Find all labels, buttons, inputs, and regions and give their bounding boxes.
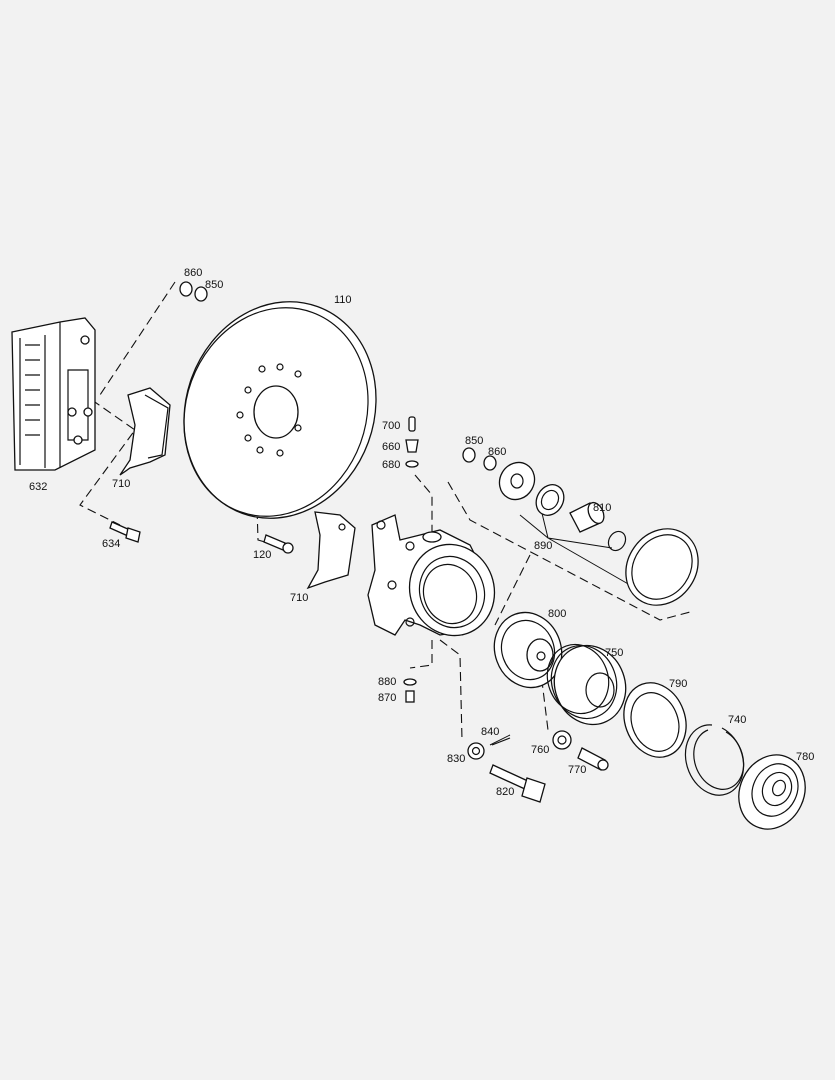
part-830-nut <box>467 742 485 760</box>
part-oring <box>607 530 627 552</box>
label-760: 760 <box>531 744 549 756</box>
part-880-washer <box>403 678 417 686</box>
part-780-cap <box>738 754 806 830</box>
label-750: 750 <box>605 647 623 659</box>
label-880: 880 <box>378 676 396 688</box>
part-634-bolt <box>109 521 141 543</box>
part-740-circlip <box>684 724 745 796</box>
part-750-adjuster <box>546 643 627 726</box>
part-large-seal <box>625 528 699 606</box>
part-820-bolt <box>489 764 546 803</box>
part-seal-plate <box>498 461 536 501</box>
part-800-piston <box>493 611 563 689</box>
part-120-screw <box>263 534 294 554</box>
label-680: 680 <box>382 459 400 471</box>
label-860: 860 <box>488 446 506 458</box>
part-860-bushing <box>483 455 497 471</box>
part-810-piston-pin <box>569 501 605 533</box>
part-840-pin <box>491 737 511 746</box>
label-120: 120 <box>253 549 271 561</box>
part-caliper-housing <box>367 514 496 637</box>
part-700-bleeder <box>408 416 416 432</box>
label-700: 700 <box>382 420 400 432</box>
label-632: 632 <box>29 481 47 493</box>
part-770-screw <box>577 747 609 771</box>
label-800: 800 <box>548 608 566 620</box>
label-634: 634 <box>102 538 120 550</box>
label-840: 840 <box>481 726 499 738</box>
part-710-brake-pad-right <box>306 511 356 590</box>
part-110-brake-disc <box>183 301 377 519</box>
label-660: 660 <box>382 441 400 453</box>
label-770: 770 <box>568 764 586 776</box>
label-860: 860 <box>184 267 202 279</box>
part-850-bushing <box>462 447 476 463</box>
part-760-nut <box>552 730 572 750</box>
part-870-plug <box>405 690 415 703</box>
label-830: 830 <box>447 753 465 765</box>
part-660-fitting <box>405 439 419 453</box>
label-740: 740 <box>728 714 746 726</box>
label-780: 780 <box>796 751 814 763</box>
part-790-ring <box>623 682 687 758</box>
part-632-pad-holder <box>11 317 96 471</box>
label-890: 890 <box>534 540 552 552</box>
label-810: 810 <box>593 502 611 514</box>
label-710: 710 <box>290 592 308 604</box>
part-labels: 860 850 110 632 710 634 120 710 700 660 … <box>29 267 814 798</box>
label-790: 790 <box>669 678 687 690</box>
disc-bolt-holes <box>236 363 302 457</box>
part-860-850-bushings <box>179 281 208 302</box>
part-710-brake-pad-left <box>119 387 171 476</box>
label-710: 710 <box>112 478 130 490</box>
label-870: 870 <box>378 692 396 704</box>
label-850: 850 <box>205 279 223 291</box>
label-110: 110 <box>334 294 352 306</box>
label-850: 850 <box>465 435 483 447</box>
part-680-washer <box>405 460 419 468</box>
part-seal-ring <box>535 484 565 516</box>
label-820: 820 <box>496 786 514 798</box>
